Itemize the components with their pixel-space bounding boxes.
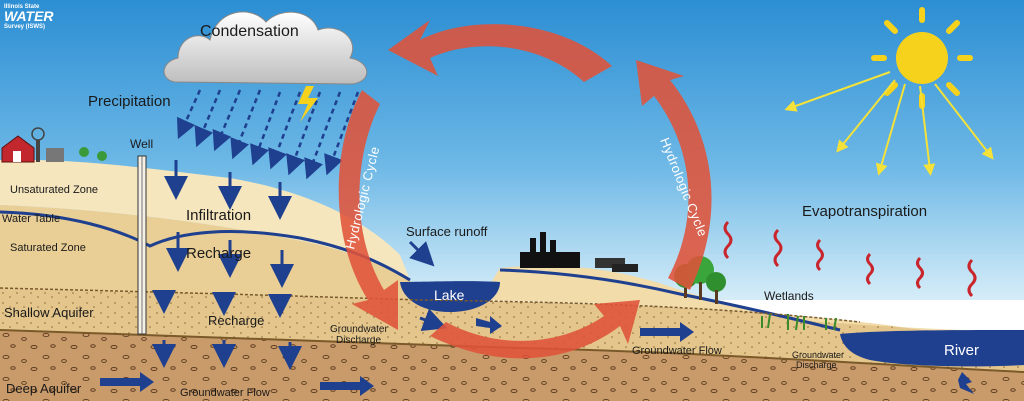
well (137, 155, 147, 335)
label-unsaturated-zone: Unsaturated Zone (10, 184, 98, 196)
lake (400, 281, 500, 312)
factory (520, 232, 638, 272)
river (840, 330, 1024, 367)
label-shallow-aquifer: Shallow Aquifer (4, 305, 94, 320)
lightning-icon (298, 86, 318, 122)
cloud-icon (163, 11, 368, 85)
logo-line3: Survey (ISWS) (4, 24, 45, 30)
label-groundwater-flow-right: Groundwater Flow (632, 345, 722, 357)
isws-logo: Illinois State WATER Survey (ISWS) (4, 4, 54, 30)
label-water-table: Water Table (2, 213, 60, 225)
label-infiltration: Infiltration (186, 207, 251, 224)
logo-line1: Illinois State (4, 4, 40, 10)
sun-rays (784, 71, 994, 176)
infiltration-arrows (152, 160, 448, 370)
logo-line2: WATER (4, 8, 54, 24)
label-lake: Lake (434, 287, 465, 303)
label-groundwater-flow-bottom: Groundwater Flow (180, 387, 270, 399)
label-groundwater-discharge-left-2: Discharge (336, 335, 381, 346)
label-wetlands: Wetlands (764, 289, 814, 303)
shallow-aquifer-layer (0, 288, 1024, 372)
evapotranspiration-arrows (723, 220, 977, 298)
label-well: Well (130, 137, 153, 151)
label-groundwater-discharge-left-1: Groundwater (330, 324, 388, 335)
sun-icon (871, 7, 973, 109)
label-groundwater-discharge-right-2: Discharge (796, 360, 837, 370)
label-evapotranspiration: Evapotranspiration (802, 203, 927, 220)
label-deep-aquifer: Deep Aquifer (6, 381, 82, 396)
hydrologic-cycle-arrows (338, 20, 712, 359)
label-groundwater-discharge-right-1: Groundwater (792, 350, 844, 360)
right-land (480, 265, 1024, 342)
label-precipitation: Precipitation (88, 93, 171, 110)
label-recharge-upper: Recharge (186, 245, 251, 262)
farm-barn (1, 127, 107, 163)
label-condensation: Condensation (200, 23, 299, 40)
label-river: River (944, 342, 979, 359)
precipitation-arrows (176, 89, 360, 180)
groundwater-flow-arrows (100, 316, 974, 396)
label-saturated-zone: Saturated Zone (10, 242, 86, 254)
label-surface-runoff: Surface runoff (406, 224, 488, 239)
water-table-line-right (499, 268, 841, 332)
unsaturated-zone-layer (0, 159, 410, 280)
wetland-reeds (761, 313, 837, 331)
label-recharge-lower: Recharge (208, 313, 264, 328)
